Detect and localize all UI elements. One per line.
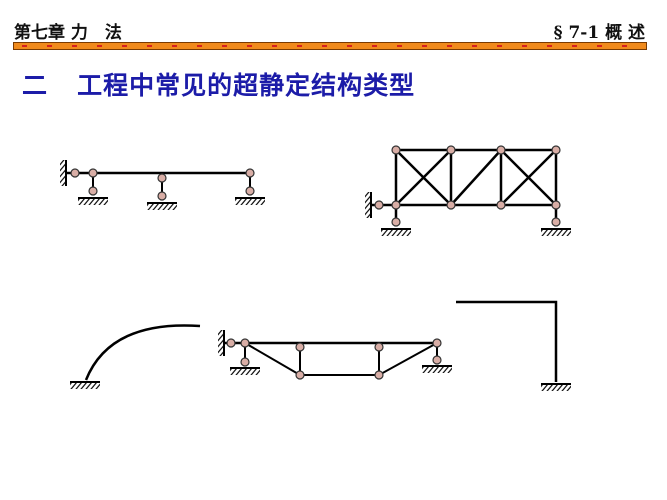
title-text: 工程中常见的超静定结构类型 (77, 71, 416, 100)
header-divider-bar (13, 42, 647, 50)
arch (84, 324, 201, 381)
chapter-label: 第七章 力 法 (14, 23, 122, 43)
title-number: 二 (22, 71, 49, 100)
hinge-nodes (70, 145, 561, 380)
truss (370, 148, 558, 222)
slide-title: 二 工程中常见的超静定结构类型 (22, 66, 415, 102)
rigid-frame (456, 300, 558, 382)
supports (59, 159, 572, 392)
trussed-beam (223, 341, 438, 376)
section-label: § 7-1 概 述 (553, 23, 645, 43)
